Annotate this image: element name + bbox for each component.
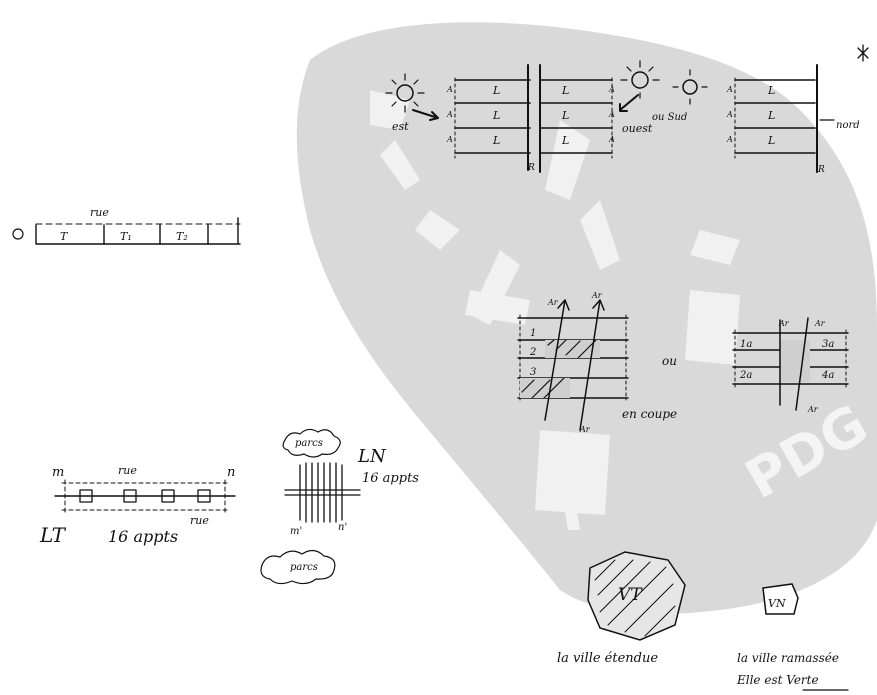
label-l: L	[492, 109, 500, 122]
lt-count: 16 appts	[108, 527, 178, 546]
compass-icon	[12, 228, 24, 240]
label-l: L	[561, 84, 569, 97]
label-ou-sud: ou Sud	[652, 112, 687, 123]
label-rue: rue	[90, 206, 109, 219]
label-a: A	[726, 135, 733, 144]
vt-sketch: VT la ville étendue	[557, 551, 686, 666]
arrow-label: Ar	[547, 298, 559, 307]
label-l: L	[561, 134, 569, 147]
label-l: L	[492, 84, 500, 97]
label-n: n	[227, 465, 235, 480]
vt-label: VT	[618, 585, 643, 605]
star-icon	[857, 44, 869, 62]
arrow-label: Ar	[814, 319, 826, 328]
hatched-area	[780, 340, 810, 382]
arrow-west	[619, 94, 639, 112]
label-a: A	[608, 85, 615, 94]
right-label-3a: 3a	[822, 339, 834, 350]
strip-cell-t: T	[60, 230, 69, 243]
label-rue-top: rue	[118, 464, 137, 477]
sun-icon-south	[672, 69, 708, 105]
watermark-glyphs	[370, 90, 740, 530]
ln-title: LN	[357, 446, 387, 467]
label-m: m	[52, 465, 64, 480]
label-l: L	[767, 84, 775, 97]
right-label-1a: 1a	[740, 339, 752, 350]
strip-cell-t2: T₂	[176, 230, 188, 243]
ln-diagram: parcs parcs LN 16 appts m' n'	[260, 428, 419, 585]
section-diagram-left: 1 2 3 Ar Ar Ar	[517, 291, 629, 434]
left-label-3: 3	[530, 367, 536, 378]
label-l: L	[561, 109, 569, 122]
cloud-icon	[282, 428, 341, 458]
right-label-4a: 4a	[821, 370, 834, 381]
label-ou: ou	[662, 354, 677, 368]
label-r: R	[817, 165, 825, 175]
arrow-label: Ar	[778, 319, 790, 328]
label-a: A	[446, 110, 453, 119]
arrow-east	[412, 109, 439, 121]
label-l: L	[492, 134, 500, 147]
label-parcs-top: parcs	[295, 438, 323, 449]
label-parcs-bottom: parcs	[290, 562, 318, 573]
label-a: A	[726, 85, 733, 94]
sun-icon-west	[620, 60, 660, 99]
label-nord: nord	[836, 120, 860, 131]
lt-diagram: m n rue rue LT 16 appts	[39, 464, 236, 547]
left-label-2: 2	[529, 347, 536, 358]
hatched-area	[520, 340, 600, 398]
section-diagram-right: 1a 2a 3a 4a Ar Ar Ar	[732, 317, 849, 414]
arrow-label: Ar	[591, 291, 603, 300]
block-1	[454, 64, 531, 171]
label-r: R	[527, 163, 535, 173]
sun-icon-east	[385, 73, 425, 113]
cloud-icon	[260, 549, 336, 585]
label-l: L	[767, 109, 775, 122]
orientation-diagram: est A A A L L L R L L L A A A ouest	[385, 44, 869, 175]
label-a: A	[608, 110, 615, 119]
vt-caption: la ville étendue	[557, 651, 658, 666]
vn-caption-line1: la ville ramassée	[737, 651, 839, 665]
block-3	[734, 64, 818, 173]
ln-count: 16 appts	[362, 471, 419, 486]
strip-cell-t1: T₁	[120, 230, 132, 243]
vn-caption-line2: Elle est Verte	[736, 673, 819, 687]
label-n-prime: n'	[338, 522, 347, 533]
lt-title: LT	[39, 523, 67, 547]
label-a: A	[726, 110, 733, 119]
label-en-coupe: en coupe	[622, 407, 677, 421]
label-a: A	[608, 135, 615, 144]
label-a: A	[446, 85, 453, 94]
label-l: L	[767, 134, 775, 147]
vn-sketch: VN la ville ramassée Elle est Verte	[736, 583, 849, 691]
left-label-1: 1	[530, 328, 536, 339]
right-label-2a: 2a	[739, 370, 752, 381]
arrow-label: Ar	[579, 425, 591, 434]
arrow-label: Ar	[807, 405, 819, 414]
label-a: A	[446, 135, 453, 144]
label-rue-bottom: rue	[190, 514, 209, 527]
label-est: est	[392, 120, 409, 133]
block-2	[539, 64, 613, 173]
label-m-prime: m'	[290, 526, 302, 537]
vn-label: VN	[768, 597, 786, 610]
street-strip: rue T T₁ T₂	[12, 206, 241, 245]
label-ouest: ouest	[622, 122, 653, 135]
